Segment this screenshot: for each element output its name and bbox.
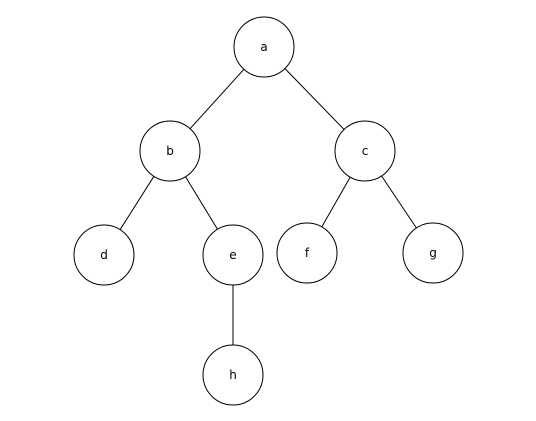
node-h: h: [202, 344, 264, 406]
node-label-b: b: [166, 144, 174, 158]
node-label-e: e: [229, 248, 236, 262]
node-label-c: c: [362, 144, 369, 158]
node-label-h: h: [229, 368, 237, 382]
node-label-d: d: [100, 248, 108, 262]
edge-a-b: [189, 68, 245, 130]
edge-c-f: [321, 176, 351, 228]
node-f: f: [276, 222, 338, 284]
node-circle-h: [202, 344, 264, 406]
edge-b-e: [185, 176, 218, 230]
tree-nodes: a b c d e f g h: [73, 16, 464, 406]
node-c: c: [334, 120, 396, 182]
node-d: d: [73, 224, 135, 286]
node-a: a: [233, 16, 295, 78]
node-circle-f: [276, 222, 338, 284]
node-circle-c: [334, 120, 396, 182]
node-circle-d: [73, 224, 135, 286]
node-circle-e: [202, 224, 264, 286]
node-g: g: [402, 222, 464, 284]
edge-b-d: [119, 176, 155, 230]
node-label-g: g: [429, 246, 437, 260]
node-label-a: a: [260, 40, 267, 54]
edge-c-g: [381, 175, 417, 229]
node-circle-a: [233, 16, 295, 78]
node-circle-b: [139, 120, 201, 182]
edge-a-c: [284, 68, 345, 130]
tree-edges: [119, 68, 417, 345]
node-b: b: [139, 120, 201, 182]
node-e: e: [202, 224, 264, 286]
node-label-f: f: [305, 246, 310, 260]
node-circle-g: [402, 222, 464, 284]
